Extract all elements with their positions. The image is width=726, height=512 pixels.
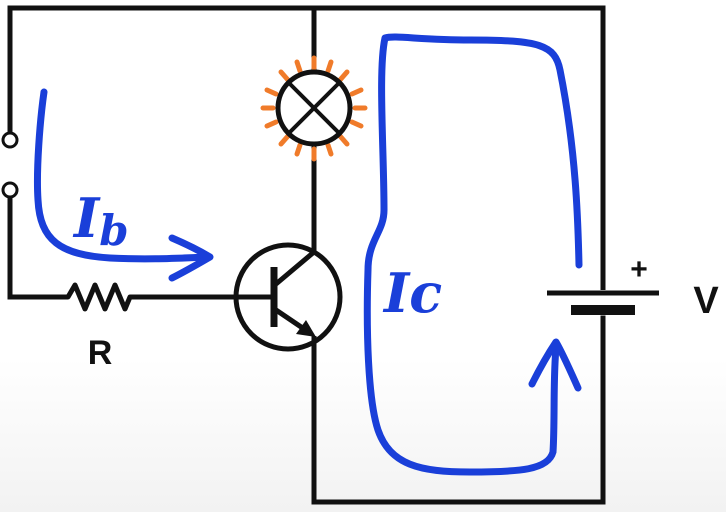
voltage-label: V	[693, 280, 719, 322]
left-wire-lower	[7, 202, 63, 300]
npn-transistor-icon	[233, 242, 343, 352]
lamp-icon	[260, 55, 368, 162]
battery-plus-label: +	[630, 253, 648, 286]
base-current-arrowhead	[168, 234, 214, 282]
resistor-icon	[60, 282, 135, 312]
emitter-arrow	[296, 320, 316, 337]
top-right-wire	[311, 5, 606, 295]
base-current-symbol: I	[72, 186, 101, 250]
resistor-label: R	[88, 334, 113, 372]
annotation-strokes	[33, 33, 583, 476]
wires	[7, 5, 606, 505]
base-current-path	[33, 88, 212, 263]
emitter-wire	[311, 315, 606, 505]
base-current-label: Ib	[72, 186, 129, 255]
collector-current-label: Ic	[382, 261, 442, 325]
base-current-subscript: b	[99, 206, 128, 255]
collector-current-path	[363, 33, 583, 476]
switch-icon	[1, 120, 19, 205]
collector-current-arrowhead	[528, 338, 582, 392]
battery-icon	[545, 290, 661, 315]
lamp-rays	[260, 55, 368, 162]
